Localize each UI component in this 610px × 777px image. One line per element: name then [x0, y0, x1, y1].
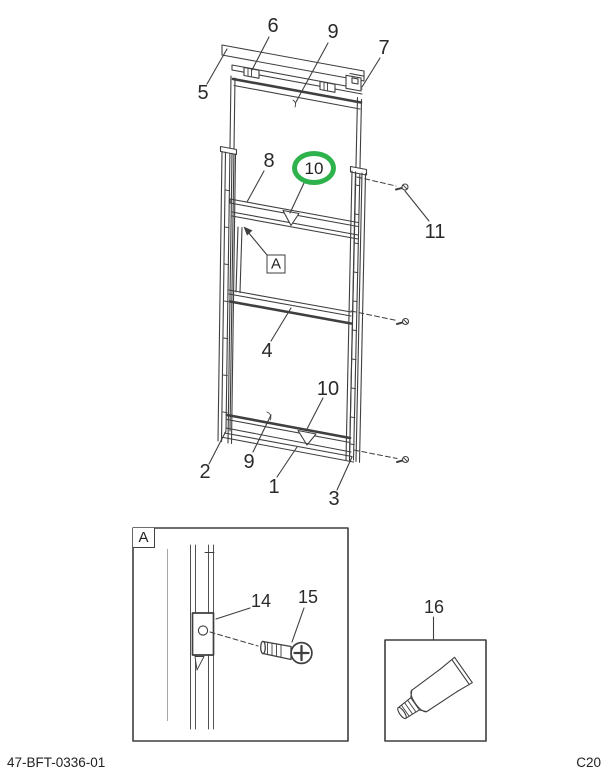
- bottom-rail: [222, 411, 355, 463]
- door-frame-outline: [225, 75, 363, 461]
- callout-8: 8: [263, 150, 275, 172]
- callout-3: 3: [328, 488, 340, 510]
- callout-9-top: 9: [327, 21, 339, 43]
- callout-7: 7: [378, 37, 390, 59]
- accessory-tube-view: [384, 616, 487, 742]
- tube-box-frame: [384, 639, 487, 742]
- callout-10-top: 10: [304, 158, 324, 178]
- callout-4: 4: [261, 340, 273, 362]
- detail-a-reference-label: A: [266, 254, 286, 274]
- callout-16: 16: [423, 597, 445, 617]
- mounting-screw-lower: [396, 455, 410, 464]
- mounting-screw-11: [395, 183, 409, 191]
- callout-9-bottom: 9: [243, 451, 255, 473]
- detail-a-frame: [132, 527, 349, 742]
- callout-15: 15: [297, 587, 319, 607]
- detail-a-view: [132, 527, 349, 742]
- callout-10-highlight-circle: 10: [292, 151, 336, 185]
- callout-1: 1: [268, 476, 280, 498]
- mounting-screws: [350, 176, 410, 464]
- left-side-channel: [217, 145, 238, 445]
- callout-10-bottom: 10: [316, 378, 340, 400]
- right-side-channel: [345, 165, 368, 463]
- v-notch-bottom: [297, 429, 317, 446]
- callout-14: 14: [250, 591, 272, 611]
- callout-5: 5: [197, 82, 209, 104]
- detail-a-corner-label: A: [133, 528, 155, 548]
- lower-center-rail: [228, 289, 353, 325]
- phillips-screw-15: [260, 640, 313, 665]
- document-number: 47-BFT-0336-01: [7, 755, 106, 770]
- top-rail-assembly: [231, 64, 363, 110]
- callout-6: 6: [267, 15, 279, 37]
- callout-11: 11: [424, 221, 446, 243]
- callout-2: 2: [199, 461, 211, 483]
- page-code: C20: [576, 755, 601, 770]
- header-trim-strip: [221, 44, 365, 82]
- retainer-plate-14: [191, 612, 215, 671]
- glazing-hook-top: [292, 99, 297, 108]
- upper-center-rail: [229, 198, 359, 294]
- sealant-tube: [397, 656, 473, 720]
- callout-leader-lines: [206, 36, 430, 491]
- glazing-hook-bottom: [266, 411, 272, 421]
- mounting-screw-middle: [396, 317, 410, 326]
- detail-a-arrow: [243, 226, 268, 256]
